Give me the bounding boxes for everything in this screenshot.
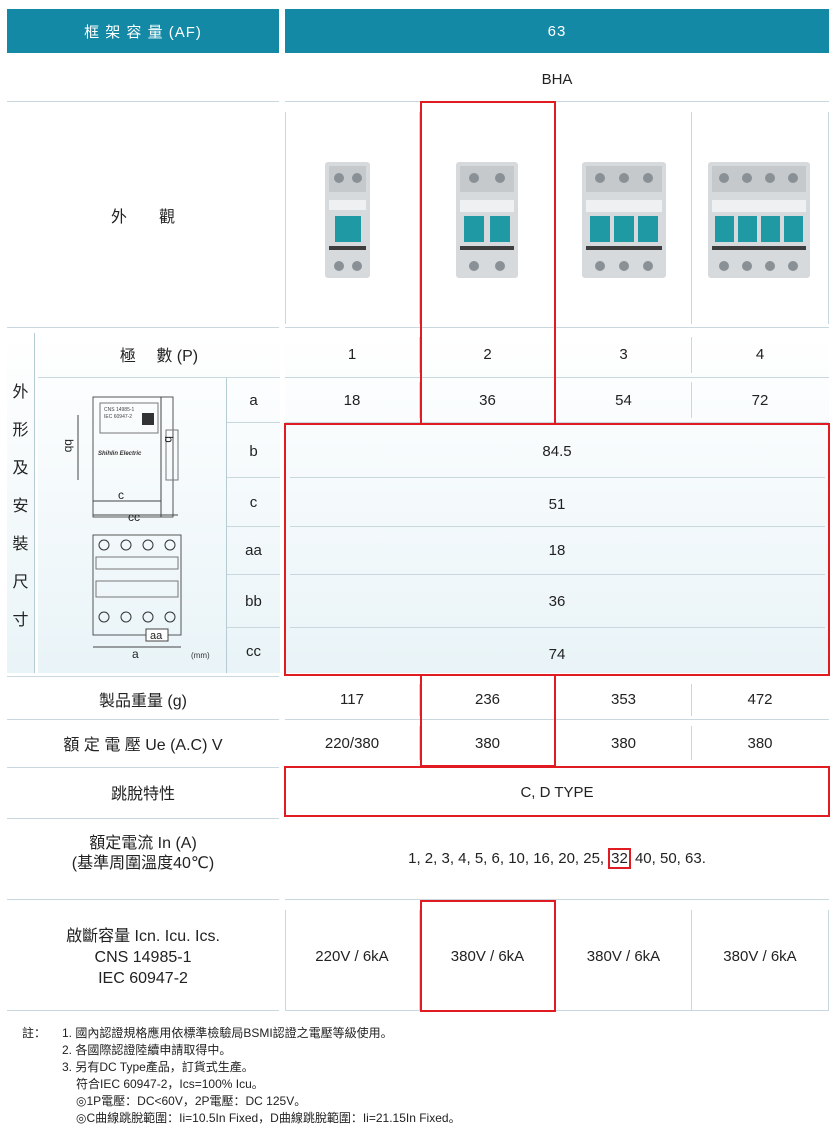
capacity-2: 380V / 6kA xyxy=(450,947,525,965)
diagram-bb: bb xyxy=(62,439,76,453)
current-label-line1: 額定電流 In (A) xyxy=(89,835,197,852)
poles-4: 4 xyxy=(755,345,765,363)
capacity-4: 380V / 6kA xyxy=(723,947,797,965)
weight-1: 117 xyxy=(340,690,364,708)
breaker-2p-image xyxy=(456,162,518,278)
capacity-3: 380V / 6kA xyxy=(586,947,661,965)
appearance-label: 外 觀 xyxy=(110,209,175,226)
breaker-1p-image xyxy=(325,162,370,278)
note-3a: 符合IEC 60947-2，Ics=100% Icu。 xyxy=(76,1077,264,1091)
capacity-label-line2: CNS 14985-1 xyxy=(94,949,192,966)
dimension-diagram: CNS 14985-1 IEC 60947-2 Shihlin Electric… xyxy=(62,396,210,661)
capacity-label-line3: IEC 60947-2 xyxy=(98,970,188,987)
diagram-b: b xyxy=(162,436,176,443)
dim-a-2: 36 xyxy=(479,391,496,409)
dim-bb-value: 36 xyxy=(548,592,566,610)
note-3c: ◎C曲線跳脫範圍：Ii=10.5In Fixed，D曲線跳脫範圍：Ii=21.1… xyxy=(76,1111,461,1125)
dim-a-label: a xyxy=(249,391,258,409)
note-3: 3. 另有DC Type產品，訂貨式生產。 xyxy=(62,1060,254,1074)
diagram-brand: Shihlin Electric xyxy=(98,451,142,457)
dim-b-value: 84.5 xyxy=(542,442,572,460)
poles-2: 2 xyxy=(483,345,492,363)
current-label-line2: (基準周圍溫度40℃) xyxy=(71,855,215,872)
frame-capacity-value-header: 63 xyxy=(285,9,829,53)
current-values-highlight: 32 xyxy=(608,847,631,869)
current-label: 額定電流 In (A) (基準周圍溫度40℃) xyxy=(7,834,279,874)
dim-a-4: 72 xyxy=(751,391,769,409)
note-1: 1. 國內認證規格應用依標準檢驗局BSMI認證之電壓等級使用。 xyxy=(62,1026,393,1040)
frame-capacity-value: 63 xyxy=(547,22,567,40)
poles-label: 極 數 (P) xyxy=(119,348,199,365)
dim-a-1: 18 xyxy=(343,391,361,409)
capacity-1: 220V / 6kA xyxy=(315,947,389,965)
voltage-2: 380 xyxy=(474,734,501,752)
diagram-a: a xyxy=(132,647,139,661)
poles-3: 3 xyxy=(619,345,628,363)
voltage-1: 220/380 xyxy=(324,734,380,752)
dimensions-label-panel xyxy=(38,333,280,673)
dim-a-3: 54 xyxy=(615,391,632,409)
diagram-c: c xyxy=(118,488,124,502)
trip-label: 跳脫特性 xyxy=(110,786,175,803)
voltage-label: 額 定 電 壓 Ue (A.C) V xyxy=(63,737,223,754)
series-name: BHA xyxy=(541,70,573,88)
breaker-3p-image xyxy=(582,162,666,278)
dim-bb-label: bb xyxy=(245,592,262,610)
frame-capacity-label: 框 架 容 量 (AF) xyxy=(84,23,202,41)
svg-text:IEC 60947-2: IEC 60947-2 xyxy=(104,414,132,420)
current-values: 1, 2, 3, 4, 5, 6, 10, 16, 20, 25, 32 40,… xyxy=(285,835,829,881)
diagram-cc: cc xyxy=(128,510,140,524)
svg-text:CNS 14985-1: CNS 14985-1 xyxy=(104,407,135,413)
diagram-unit: (mm) xyxy=(191,651,210,660)
capacity-label: 啟斷容量 Icn. Icu. Ics. CNS 14985-1 IEC 6094… xyxy=(7,926,279,989)
weight-label: 製品重量 (g) xyxy=(98,693,187,710)
dim-aa-label: aa xyxy=(245,542,262,559)
dim-b-label: b xyxy=(249,442,258,460)
capacity-label-line1: 啟斷容量 Icn. Icu. Ics. xyxy=(66,928,220,945)
current-values-pre: 1, 2, 3, 4, 5, 6, 10, 16, 20, 25, xyxy=(408,849,605,867)
notes-title: 註： xyxy=(22,1026,47,1040)
poles-1: 1 xyxy=(347,345,357,363)
breaker-4p-image xyxy=(708,162,810,278)
weight-4: 472 xyxy=(747,690,773,708)
dim-aa-value: 18 xyxy=(548,542,566,559)
weight-3: 353 xyxy=(610,690,637,708)
frame-capacity-header: 框 架 容 量 (AF) xyxy=(7,9,279,53)
current-values-post: 40, 50, 63. xyxy=(630,849,706,867)
voltage-4: 380 xyxy=(747,734,773,752)
weight-2: 236 xyxy=(474,690,501,708)
note-2: 2. 各國際認證陸續申請取得中。 xyxy=(62,1043,232,1057)
dimensions-side-panel xyxy=(7,333,34,673)
dimensions-value-panel xyxy=(285,333,829,673)
note-3b: ◎1P電壓：DC<60V，2P電壓：DC 125V。 xyxy=(76,1094,307,1108)
trip-value: C, D TYPE xyxy=(520,783,594,801)
dimension-side-label: 外 形 及 安 裝 尺 寸 xyxy=(12,384,29,629)
diagram-aa: aa xyxy=(150,630,163,642)
dim-c-value: 51 xyxy=(548,495,566,513)
dim-c-label: c xyxy=(249,493,258,511)
dim-cc-label: cc xyxy=(246,642,261,660)
voltage-3: 380 xyxy=(610,734,637,752)
dim-cc-value: 74 xyxy=(548,645,566,663)
